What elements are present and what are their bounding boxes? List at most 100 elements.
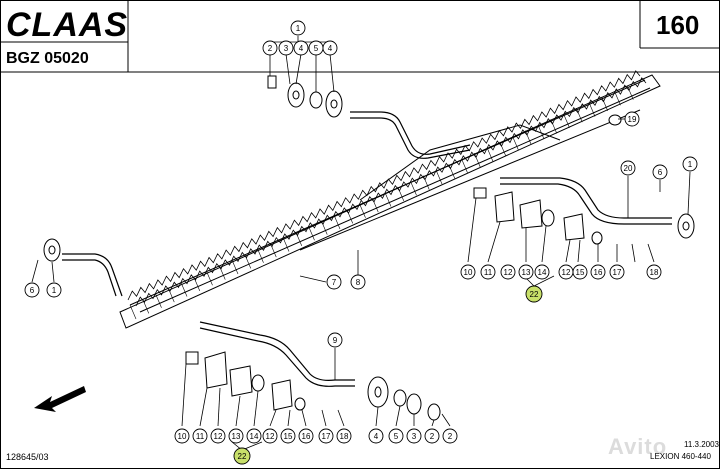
walker-rib (269, 243, 277, 258)
callout-circle (646, 264, 662, 280)
callout-circle (228, 428, 244, 444)
callout-4: 4 (293, 40, 309, 56)
callout-16: 16 (298, 428, 314, 444)
callout-label: 5 (314, 44, 319, 53)
callout-circle (572, 264, 588, 280)
callout-circle (246, 428, 262, 444)
walker-rib (537, 124, 545, 140)
callout-circle (424, 428, 440, 444)
callout-circle (322, 40, 338, 56)
walker-rib (563, 113, 570, 128)
brand-logo: CLAAS (6, 6, 129, 44)
walker-rib (346, 209, 354, 224)
callout-14: 14 (246, 428, 262, 444)
teeth-row-0 (127, 70, 641, 301)
callout-label: 17 (613, 268, 622, 277)
callout-10: 10 (460, 264, 476, 280)
walker-rib (333, 214, 341, 230)
walker-rib (486, 147, 494, 162)
callout-17: 17 (609, 264, 625, 280)
walker-rib (257, 248, 264, 263)
callout-22: 22 (525, 285, 543, 303)
callout-12: 12 (500, 264, 516, 280)
callout-label: 2 (268, 44, 273, 53)
crankshaft-left (62, 253, 123, 297)
callout-label: 1 (688, 160, 693, 169)
callout-label: 13 (232, 432, 241, 441)
footer-date: 11.3.2003 (684, 440, 719, 449)
callout-11: 11 (192, 428, 208, 444)
callout-label: 12 (504, 268, 513, 277)
walker-rib (626, 85, 634, 100)
direction-arrow-icon (34, 386, 86, 412)
callout-label: 6 (658, 168, 663, 177)
callout-circle (609, 264, 625, 280)
callout-2: 2 (442, 428, 458, 444)
callout-label: 11 (484, 268, 493, 277)
callout-9: 9 (327, 332, 343, 348)
callout-circle (368, 428, 384, 444)
callout-label: 7 (332, 278, 337, 287)
callout-label: 3 (412, 432, 417, 441)
callout-circle (233, 447, 251, 465)
callout-12: 12 (262, 428, 278, 444)
callout-circle (624, 111, 640, 127)
footer-code: 128645/03 (6, 452, 49, 462)
callout-18: 18 (336, 428, 352, 444)
callout-label: 17 (322, 432, 331, 441)
walker-rib (473, 153, 481, 168)
callout-14: 14 (534, 264, 550, 280)
callout-label: 19 (628, 115, 637, 124)
callout-label: 12 (214, 432, 223, 441)
callout-label: 3 (284, 44, 289, 53)
callout-circle (262, 40, 278, 56)
walker-rib (422, 175, 430, 190)
callout-circle (590, 264, 606, 280)
callout-label: 13 (522, 268, 531, 277)
callout-circle (327, 332, 343, 348)
walker-rib (524, 130, 532, 145)
callout-20: 20 (620, 160, 636, 176)
crankshaft-upper (350, 111, 471, 159)
callout-circle (280, 428, 296, 444)
callout-22: 22 (233, 447, 251, 465)
callout-circle (262, 428, 278, 444)
walker-rib (410, 181, 417, 196)
callout-circle (293, 40, 309, 56)
straw-walker (119, 70, 661, 329)
walker-rib (384, 192, 392, 207)
callout-17: 17 (318, 428, 334, 444)
callout-circle (318, 428, 334, 444)
callout-4: 4 (322, 40, 338, 56)
callout-label: 4 (299, 44, 304, 53)
callout-label: 14 (250, 432, 259, 441)
walker-rib (435, 169, 443, 185)
callout-label: 12 (562, 268, 571, 277)
parts-bottom (185, 351, 441, 421)
crankshaft-right (500, 177, 672, 225)
walker-rib (308, 226, 315, 241)
callout-label: 5 (394, 432, 399, 441)
callout-circle (350, 274, 366, 290)
callout-1: 1 (682, 156, 698, 172)
callout-circle (46, 282, 62, 298)
callout-circle (24, 282, 40, 298)
walker-rib (359, 203, 366, 218)
callout-circle (534, 264, 550, 280)
walker-rib (193, 276, 201, 291)
callout-label: 2 (448, 432, 453, 441)
callout-circle (525, 285, 543, 303)
footer-model: LEXION 460-440 (650, 452, 711, 461)
callout-5: 5 (388, 428, 404, 444)
callout-12: 12 (558, 264, 574, 280)
callout-circle (210, 428, 226, 444)
callout-10: 10 (174, 428, 190, 444)
parts-top (43, 75, 622, 262)
callout-label: 15 (284, 432, 293, 441)
callout-15: 15 (280, 428, 296, 444)
walker-rib (231, 259, 239, 275)
callout-circle (278, 40, 294, 56)
crankshaft-lower (199, 321, 355, 387)
callout-11: 11 (480, 264, 496, 280)
callout-label: 6 (30, 286, 35, 295)
